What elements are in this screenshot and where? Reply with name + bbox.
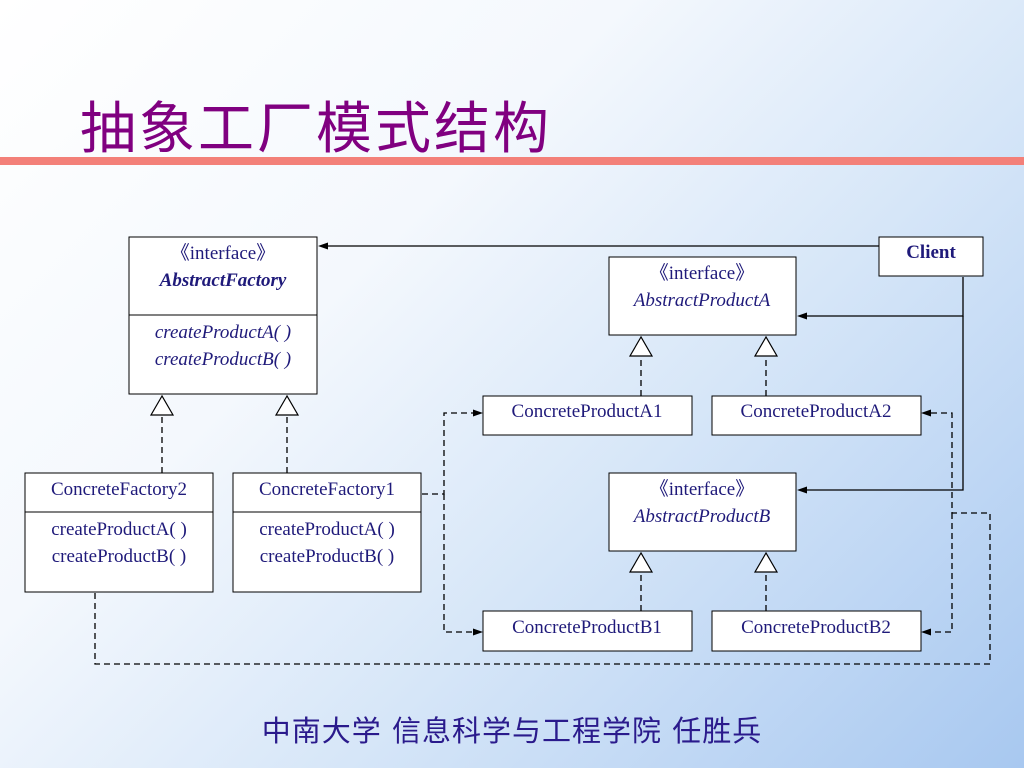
stereotype-label: 《interface》	[650, 478, 754, 500]
stereotype-label: 《interface》	[171, 242, 275, 264]
dependency-factory2-products	[94, 409, 991, 665]
realization-triangle	[149, 394, 175, 416]
class-name: ConcreteFactory2	[51, 479, 187, 500]
method-create-product-b: createProductB( )	[260, 546, 395, 567]
class-name: ConcreteFactory1	[259, 479, 395, 500]
slide-footer: 中南大学 信息科学与工程学院 任胜兵	[261, 714, 763, 748]
class-concrete-product-a1[interactable]: ConcreteProductA1	[482, 395, 693, 436]
class-name: ConcreteProductA2	[741, 401, 892, 422]
class-concrete-product-b1[interactable]: ConcreteProductB1	[482, 610, 693, 652]
method-create-product-a: createProductA( )	[155, 322, 291, 343]
realization-triangle	[274, 394, 300, 416]
method-create-product-b: createProductB( )	[52, 546, 187, 567]
class-concrete-factory-1[interactable]: ConcreteFactory1 createProductA( ) creat…	[232, 472, 422, 593]
class-name: Client	[906, 242, 956, 263]
class-concrete-factory-2[interactable]: ConcreteFactory2 createProductA( ) creat…	[24, 472, 214, 593]
class-concrete-product-a2[interactable]: ConcreteProductA2	[711, 395, 922, 436]
slide-title: 抽象工厂模式结构	[80, 97, 552, 162]
realization-triangle	[753, 551, 779, 573]
class-abstract-product-a[interactable]: 《interface》 AbstractProductA	[608, 256, 797, 336]
realization-triangle	[753, 335, 779, 357]
class-name: ConcreteProductB1	[512, 617, 662, 638]
method-create-product-b: createProductB( )	[155, 349, 291, 370]
class-concrete-product-b2[interactable]: ConcreteProductB2	[711, 610, 922, 652]
class-name: AbstractFactory	[159, 270, 287, 291]
class-abstract-factory[interactable]: 《interface》 AbstractFactory createProduc…	[128, 236, 318, 395]
method-create-product-a: createProductA( )	[259, 519, 395, 540]
dependency-factory1-products	[422, 409, 483, 636]
class-name: AbstractProductA	[632, 290, 771, 311]
assoc-client-productA	[797, 277, 964, 320]
class-abstract-product-b[interactable]: 《interface》 AbstractProductB	[608, 472, 797, 552]
realization-triangle	[628, 335, 654, 357]
class-name: ConcreteProductA1	[512, 401, 663, 422]
realization-triangle	[628, 551, 654, 573]
assoc-client-abstractfactory	[318, 242, 879, 250]
assoc-client-productB	[797, 316, 964, 494]
method-create-product-a: createProductA( )	[51, 519, 187, 540]
title-divider	[0, 157, 1024, 165]
class-name: AbstractProductB	[632, 506, 771, 527]
class-name: ConcreteProductB2	[741, 617, 891, 638]
class-client[interactable]: Client	[878, 236, 984, 277]
stereotype-label: 《interface》	[650, 262, 754, 284]
